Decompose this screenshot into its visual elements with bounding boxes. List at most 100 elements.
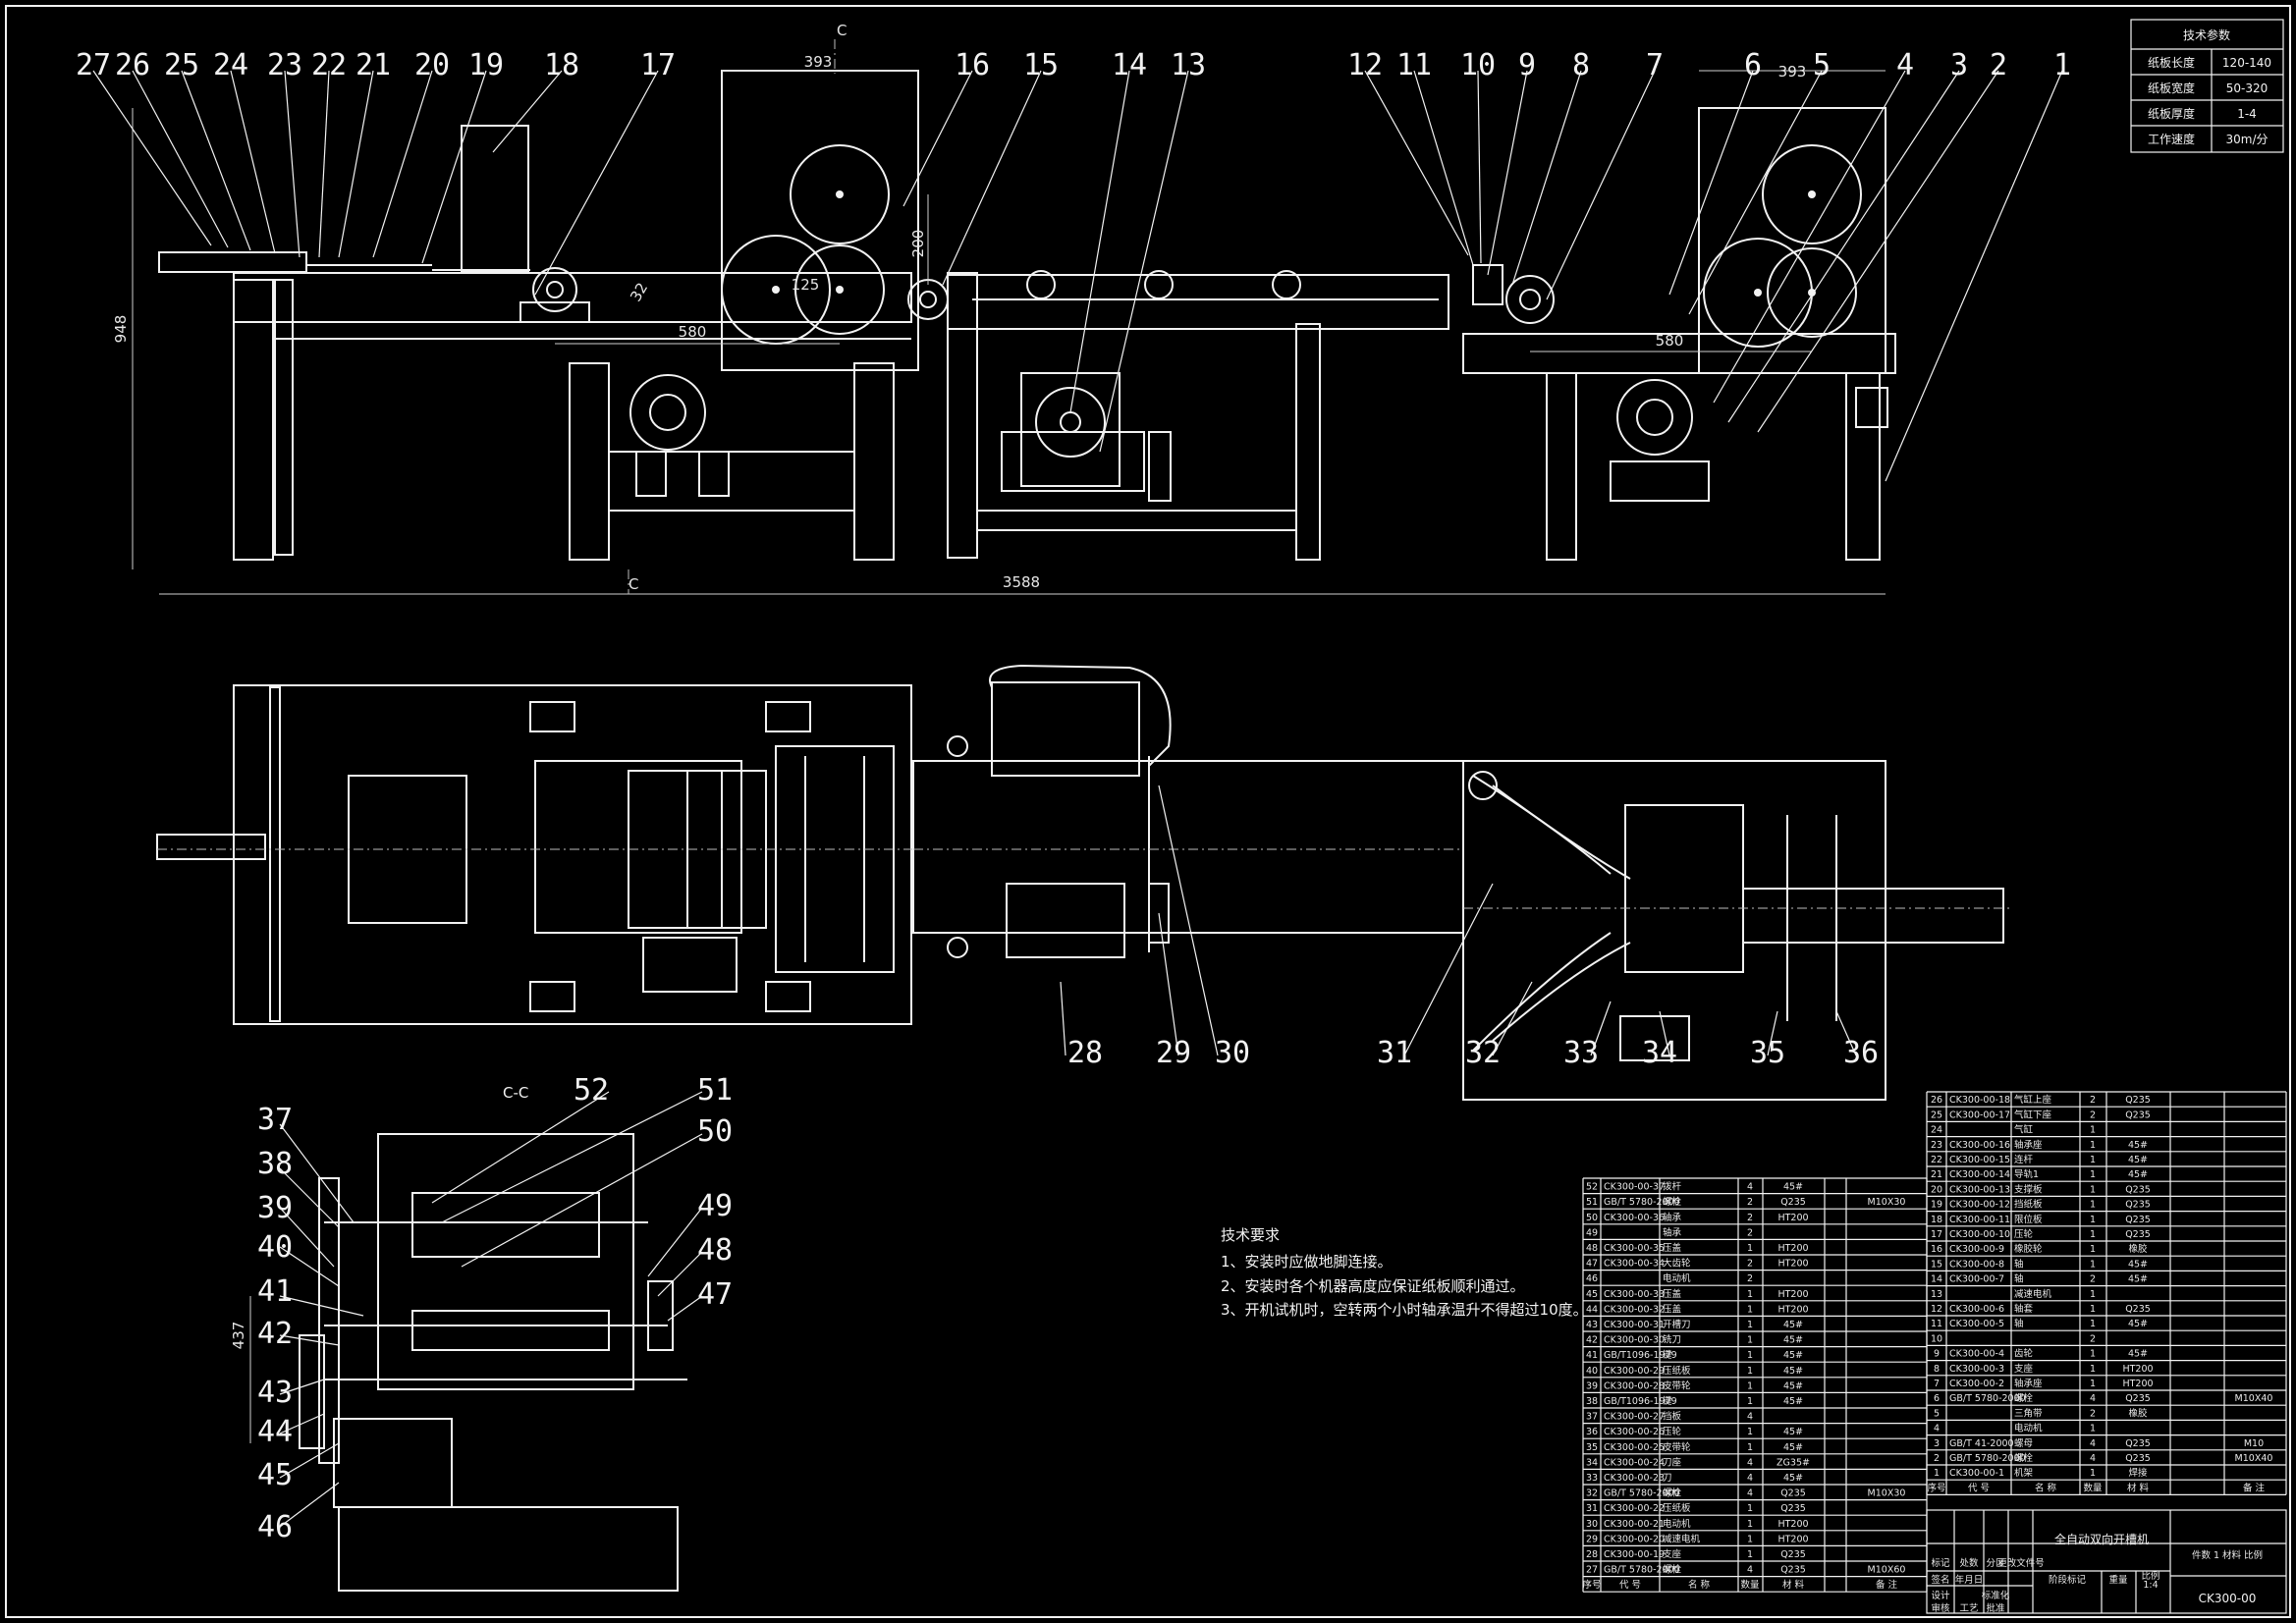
bom-cell: 1: [1747, 1442, 1753, 1453]
title-block-label: 批准: [1986, 1602, 2005, 1614]
bom-cell: 45#: [2128, 1169, 2148, 1180]
bom-cell: CK300-00-5: [1949, 1319, 2004, 1329]
bom-cell: GB/T1096-1979: [1604, 1396, 1677, 1407]
bom-cell: 18: [1931, 1215, 1942, 1225]
callout-number: 9: [1518, 48, 1536, 82]
section-mark: C: [629, 575, 638, 593]
bom-cell: 21: [1931, 1169, 1942, 1180]
bom-cell: 1: [1934, 1468, 1940, 1479]
tech-param-label: 工作速度: [2148, 132, 2195, 146]
bom-cell: 1: [2090, 1169, 2096, 1180]
bom-cell: CK300-00-15: [1949, 1155, 2010, 1165]
bom-cell: 1: [1747, 1380, 1753, 1391]
bom-cell: 45#: [2128, 1155, 2148, 1165]
callout-number: 38: [257, 1147, 293, 1181]
bom-cell: 1: [2090, 1140, 2096, 1151]
bom-cell: 轴承座: [2014, 1378, 2043, 1389]
bom-cell: 1: [2090, 1289, 2096, 1300]
title-block-label: 签名: [1931, 1574, 1949, 1586]
bom-cell: Q235: [1780, 1549, 1806, 1560]
bom-cell: 1: [2090, 1125, 2096, 1136]
bom-cell: 1: [1747, 1289, 1753, 1300]
bom-cell: CK300-00-29: [1604, 1366, 1665, 1377]
bom-cell: 三角带: [2014, 1407, 2043, 1419]
bom-cell: 1: [2090, 1229, 2096, 1240]
bom-cell: 橡胶轮: [2014, 1243, 2043, 1255]
bom-cell: 4: [2090, 1393, 2096, 1404]
callout-number: 15: [1023, 48, 1059, 82]
bom-cell: 刀: [1663, 1473, 1672, 1484]
dimension-label: 32: [627, 280, 651, 305]
callout-number: 25: [164, 48, 199, 82]
bom-cell: 1: [2090, 1244, 2096, 1255]
bom-header: 序号: [1927, 1482, 1945, 1493]
bom-cell: 轴承: [1663, 1212, 1682, 1223]
bom-cell: 4: [1747, 1488, 1753, 1499]
bom-cell: 19: [1931, 1200, 1942, 1211]
bom-cell: Q235: [1780, 1503, 1806, 1514]
title-block-labels: 标记处数分区更改文件号签名年月日设计标准化审核工艺批准阶段标记重量比例: [1931, 1557, 2159, 1614]
bom-cell: CK300-00-10: [1949, 1229, 2010, 1240]
title-block: [1926, 1509, 2287, 1614]
callout-number: 48: [697, 1233, 733, 1268]
bom-cell: CK300-00-13: [1949, 1184, 2010, 1195]
bom-cell: 45#: [1783, 1427, 1803, 1437]
bom-header: 材 料: [2127, 1482, 2150, 1493]
callout-number: 45: [257, 1458, 293, 1492]
bom-cell: 螺栓: [2014, 1392, 2034, 1404]
bom-cell: Q235: [2125, 1200, 2151, 1211]
bom-cell: CK300-00-17: [1949, 1109, 2010, 1120]
bom-cell: CK300-00-20: [1604, 1534, 1665, 1544]
callout-number: 2: [1990, 48, 2007, 82]
title-block-label: 年月日: [1955, 1574, 1984, 1586]
bom-cell: CK300-00-27: [1604, 1412, 1665, 1423]
bom-cell: 1: [2090, 1379, 2096, 1389]
bom-cell: Q235: [1780, 1565, 1806, 1576]
bom-right-grid: [1926, 1091, 2287, 1496]
bom-cell: 1: [1747, 1534, 1753, 1544]
tech-param-value: 50-320: [2226, 81, 2269, 95]
bom-cell: 39: [1586, 1380, 1598, 1391]
bom-cell: 20: [1931, 1184, 1942, 1195]
bom-cell: Q235: [1780, 1488, 1806, 1499]
bom-cell: 支座: [1663, 1548, 1682, 1560]
bom-cell: 轴承: [1663, 1226, 1682, 1238]
scale-value: 1:4: [2143, 1580, 2158, 1591]
bom-cell: 37: [1586, 1412, 1598, 1423]
bom-cell: 11: [1931, 1319, 1942, 1329]
bom-cell: 24: [1931, 1125, 1942, 1136]
bom-header: 备 注: [2243, 1482, 2266, 1493]
tech-req-item: 3、开机试机时，空转两个小时轴承温升不得超过10度。: [1221, 1301, 1588, 1319]
bom-cell: Q235: [2125, 1393, 2151, 1404]
bom-cell: Q235: [2125, 1304, 2151, 1315]
bom-cell: 大齿轮: [1663, 1258, 1691, 1270]
bom-cell: HT200: [1777, 1243, 1808, 1254]
tech-req-item: 1、安装时应做地脚连接。: [1221, 1253, 1393, 1271]
bom-cell: 29: [1586, 1534, 1598, 1544]
bom-cell: 螺栓: [1663, 1564, 1682, 1576]
bom-cell: 12: [1931, 1304, 1942, 1315]
bom-cell: 2: [2090, 1408, 2096, 1419]
bom-cell: ZG35#: [1777, 1457, 1810, 1468]
callout-number: 52: [574, 1073, 609, 1108]
bom-cell: 1: [2090, 1304, 2096, 1315]
tech-param-label: 纸板厚度: [2148, 106, 2195, 121]
bom-cell: 48: [1586, 1243, 1598, 1254]
callout-number: 5: [1813, 48, 1831, 82]
bom-cell: Q235: [2125, 1453, 2151, 1464]
title-block-label: 重量: [2108, 1574, 2128, 1586]
title-block-label: 更改文件号: [1997, 1557, 2045, 1569]
dimension-label: 3588: [1003, 573, 1040, 591]
bom-cell: 键: [1663, 1349, 1672, 1361]
bom-header: 代 号: [1619, 1580, 1641, 1591]
bom-cell: 2: [2090, 1109, 2096, 1120]
title-block-label: 审核: [1931, 1602, 1950, 1614]
title-block-label: 标准化: [1982, 1590, 2010, 1601]
tech-param-value: 120-140: [2222, 56, 2271, 70]
bom-cell: 螺母: [2014, 1438, 2033, 1449]
callout-number: 30: [1215, 1036, 1250, 1070]
callout-number: 21: [355, 48, 391, 82]
